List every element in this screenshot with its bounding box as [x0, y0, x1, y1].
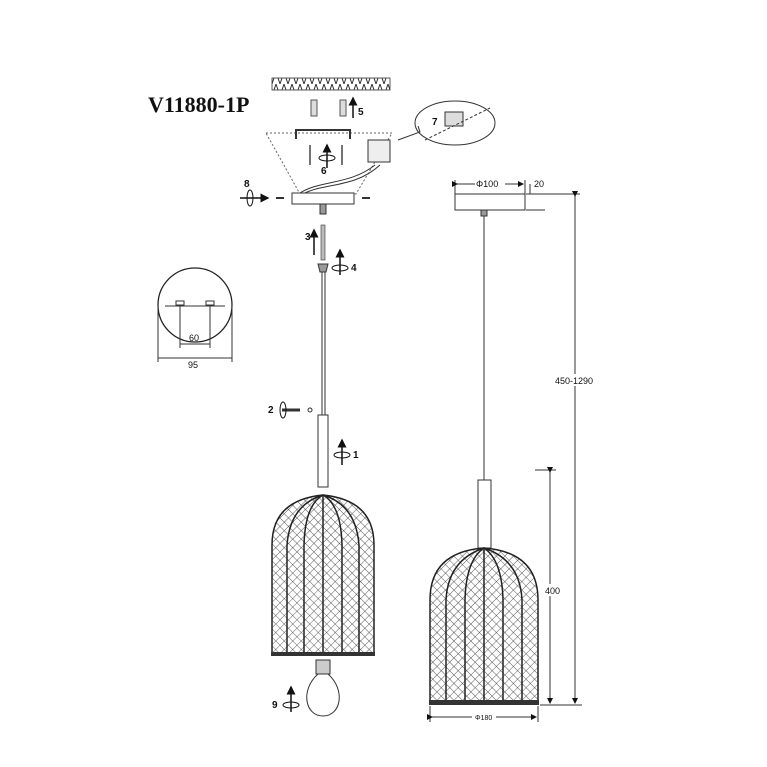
wall-plugs: [310, 99, 347, 117]
ceiling: [271, 77, 391, 91]
rotate-icon: [318, 154, 336, 162]
step-5-label: 5: [358, 107, 364, 118]
shade-diameter-dim: Φ180: [475, 715, 492, 722]
canopy-assembled: [454, 193, 526, 211]
model-title: V11880-1P: [148, 92, 249, 117]
mounting-bracket: [295, 129, 351, 139]
socket-tube: [317, 414, 329, 488]
step-3-label: 3: [305, 232, 311, 243]
terminal-block: [299, 139, 391, 194]
screws: [309, 145, 343, 165]
bracket-detail: [157, 267, 233, 362]
light-bulb: [306, 659, 340, 717]
step-6-label: 6: [321, 166, 327, 177]
step-2-label: 2: [268, 405, 274, 416]
bracket-diameter-dim: 95: [188, 360, 198, 370]
shade-height-dim: 400: [545, 586, 560, 596]
step-9-label: 9: [272, 700, 278, 711]
step-7-label: 7: [432, 117, 438, 128]
cage-shade-right: [429, 547, 539, 705]
step-1-label: 1: [353, 450, 359, 461]
socket-tube-assembled: [477, 479, 492, 549]
step-8-label: 8: [244, 179, 250, 190]
canopy-height-dim: 20: [534, 179, 544, 189]
total-height-dim: 450-1290: [555, 376, 593, 386]
hole-spacing-dim: 60: [189, 333, 199, 343]
canopy-diameter-dim: Φ100: [476, 179, 498, 189]
step-4-label: 4: [351, 263, 357, 274]
canopy: [291, 192, 355, 205]
cage-shade-left: [271, 494, 375, 656]
